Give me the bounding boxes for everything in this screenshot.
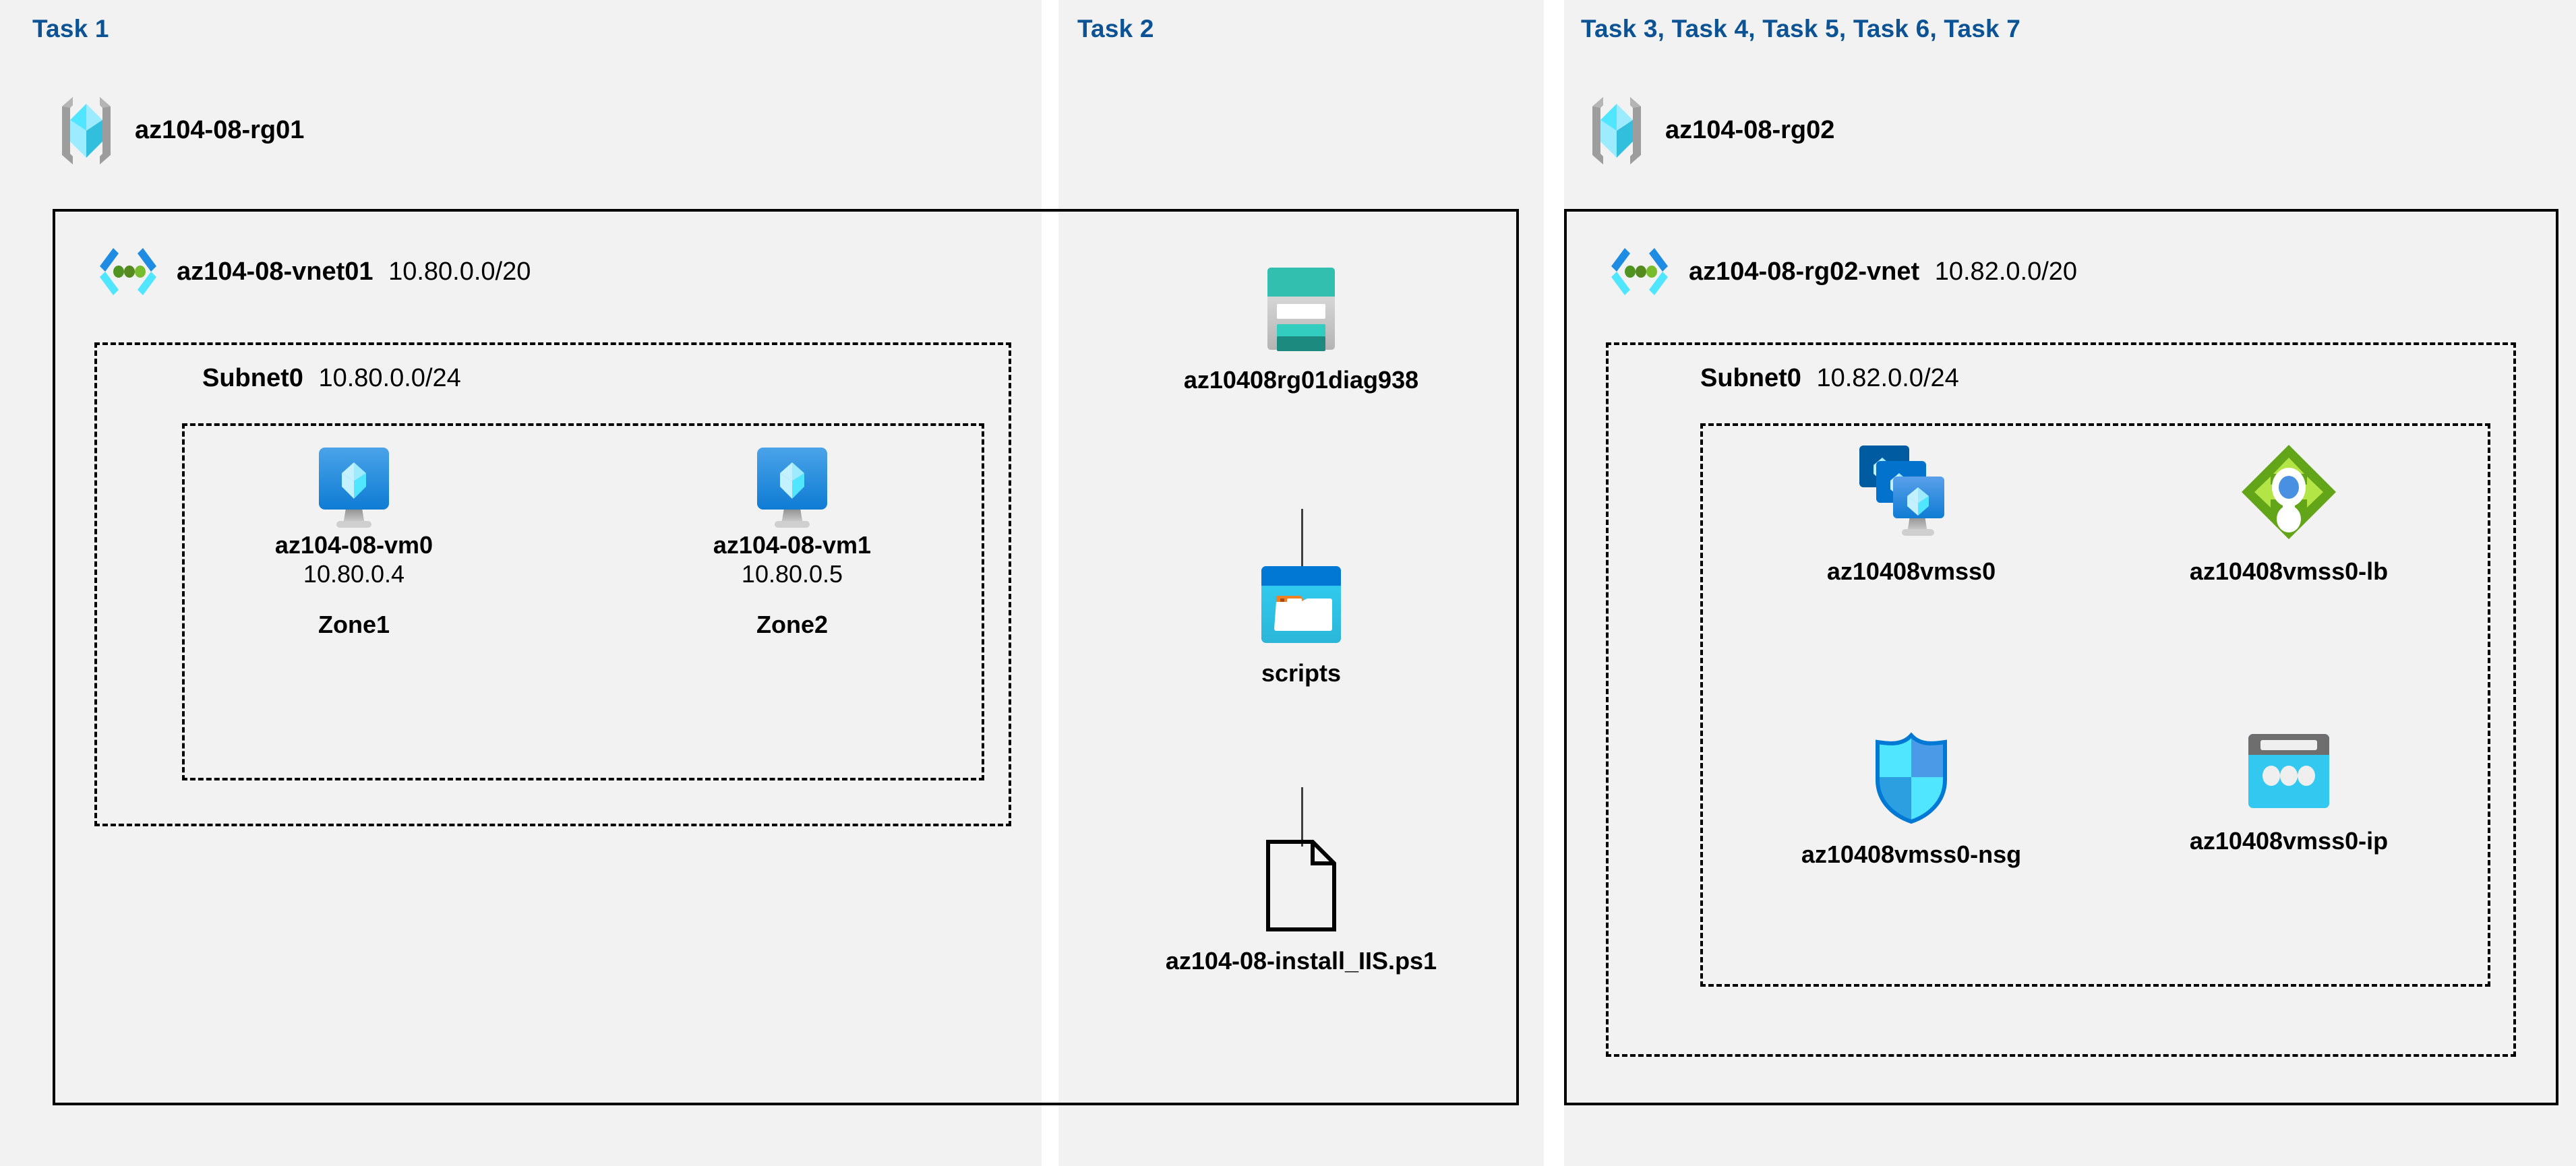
blob-container-icon [1261,566,1341,643]
script-file-icon-wrap [1079,839,1524,932]
nsg-name: az10408vmss0-nsg [1801,840,2022,868]
virtual-network-icon [100,248,156,295]
panel-task-3 [1564,0,2576,1166]
subnet0-rg02-name: Subnet0 [1700,364,1801,392]
rg02-title: az104-08-rg02 [1665,116,1834,145]
vm0-name: az104-08-vm0 [274,531,433,559]
storage-account-icon [1267,268,1335,351]
subnet0-rg02-boundary [1606,342,2516,1057]
script-file-icon [1266,840,1336,931]
nsg-node[interactable]: az10408vmss0-nsg [1753,731,2070,868]
vm0-node[interactable]: az104-08-vm0 10.80.0.4 Zone1 [222,445,485,639]
task-3-to-7-label: Task 3, Task 4, Task 5, Task 6, Task 7 [1581,15,2021,42]
rg01-icon-wrap [53,94,120,167]
rg01-title: az104-08-rg01 [135,116,304,145]
vnet01-name: az104-08-vnet01 [177,257,373,286]
rg02-vnet-cidr: 10.82.0.0/20 [1934,257,2078,286]
vmss-icon-wrap [1753,441,2070,543]
subnet0-rg01-cidr: 10.80.0.0/24 [318,364,461,392]
vm0-zone: Zone1 [318,611,390,639]
panel-task-1 [0,0,1042,1166]
connector-storage-to-container [1301,509,1303,571]
vm1-node[interactable]: az104-08-vm1 10.80.0.5 Zone2 [661,445,924,639]
public-ip-icon-wrap [2130,731,2447,812]
resource-group-icon [62,97,111,164]
task-1-label: Task 1 [32,15,109,42]
virtual-machine-icon [319,448,389,528]
rg01-name: az104-08-rg01 [135,116,305,144]
load-balancer-name: az10408vmss0-lb [2189,557,2389,585]
resource-group-icon [1592,97,1641,164]
subnet0-rg01-title: Subnet0 10.80.0.0/24 [202,364,461,393]
virtual-machine-icon [757,448,827,528]
public-ip-name: az10408vmss0-ip [2189,827,2389,855]
vm0-ip: 10.80.0.4 [303,560,405,588]
vm1-name: az104-08-vm1 [713,531,872,559]
vm0-icon-wrap [222,445,485,531]
blob-container-node[interactable]: scripts [1079,565,1524,687]
virtual-network-icon [1611,248,1668,295]
vm1-zone: Zone2 [756,611,828,639]
load-balancer-icon [2242,445,2336,539]
vmss-node[interactable]: az10408vmss0 [1753,441,2070,585]
blob-container-icon-wrap [1079,565,1524,644]
script-file-name: az104-08-install_IIS.ps1 [1165,947,1437,975]
vnet01-title: az104-08-vnet01 10.80.0.0/20 [177,257,531,286]
load-balancer-node[interactable]: az10408vmss0-lb [2130,441,2447,585]
rg02-vnet-title: az104-08-rg02-vnet 10.82.0.0/20 [1689,257,2077,286]
blob-container-name: scripts [1261,659,1342,687]
rg02-name: az104-08-rg02 [1665,116,1835,144]
load-balancer-icon-wrap [2130,441,2447,543]
subnet0-rg01-name: Subnet0 [202,364,303,392]
vnet01-boundary [53,209,1519,1105]
storage-account-node[interactable]: az10408rg01diag938 [1079,266,1524,394]
vm1-ip: 10.80.0.5 [741,560,843,588]
vnet01-icon-wrap [94,243,162,301]
rg02-vnet-icon-wrap [1606,243,1673,301]
storage-account-icon-wrap [1079,266,1524,351]
storage-account-name: az10408rg01diag938 [1183,366,1419,394]
rg02-vnet-boundary [1564,209,2558,1105]
vm-scale-set-icon [1859,446,1944,536]
rg02-vnet-name: az104-08-rg02-vnet [1689,257,1920,286]
availability-zones-boundary [182,423,984,780]
subnet0-rg01-boundary [94,342,1011,826]
vm1-icon-wrap [661,445,924,531]
task-2-label: Task 2 [1077,15,1154,42]
vnet01-cidr: 10.80.0.0/20 [388,257,531,286]
connector-container-to-script [1301,787,1303,847]
nsg-icon-wrap [1753,731,2070,826]
public-ip-address-icon [2248,734,2329,808]
subnet0-rg02-cidr: 10.82.0.0/24 [1816,364,1959,392]
network-security-group-icon [1876,732,1947,824]
rg02-icon-wrap [1583,94,1650,167]
script-file-node[interactable]: az104-08-install_IIS.ps1 [1079,839,1524,975]
vmss-name: az10408vmss0 [1826,557,1996,585]
vmss-resources-boundary [1700,423,2490,987]
public-ip-node[interactable]: az10408vmss0-ip [2130,731,2447,855]
subnet0-rg02-title: Subnet0 10.82.0.0/24 [1700,364,1959,393]
